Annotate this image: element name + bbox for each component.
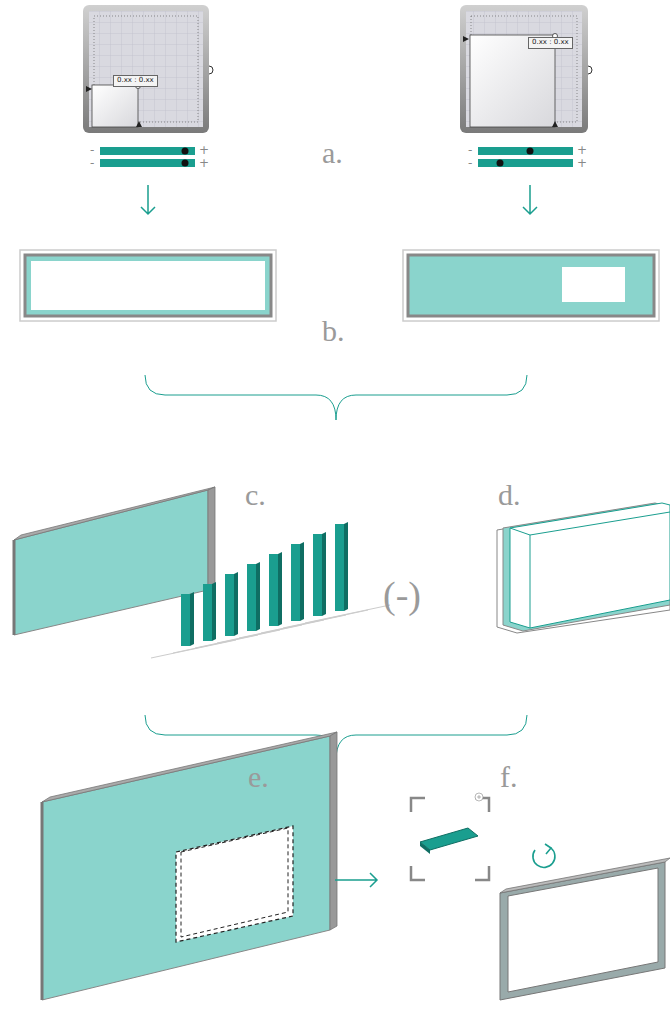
down-arrows [141,185,537,214]
rotate-icon [533,844,555,867]
slider-sign: + [577,157,587,169]
step-label: c. [245,480,266,510]
wall-with-opening [42,732,337,1000]
slider-sign: - [468,144,472,156]
step-label: (-) [383,576,421,614]
slider-sign: - [90,157,94,169]
tooltip-text: 0.xx : 0.xx [532,38,569,46]
size-widget-left [83,5,213,167]
slider-sign: - [90,144,94,156]
value-tooltip: 0.xx : 0.xx [113,75,158,87]
result-arrow [335,873,377,887]
step-label: a. [322,138,343,168]
slider-sign: + [199,144,209,156]
slider-sign: + [577,144,587,156]
window-frame [500,858,670,1000]
zoom-icon [411,793,489,880]
slider-sign: + [199,157,209,169]
slider-sign: - [468,157,472,169]
frame-previews [20,250,659,321]
value-tooltip: 0.xx : 0.xx [528,37,573,49]
step-label: f. [500,762,518,792]
step-label: b. [322,316,345,346]
opening-box [497,503,670,633]
size-widget-right [460,5,592,167]
tooltip-text: 0.xx : 0.xx [117,76,154,84]
step-label: e. [248,762,269,792]
stud-bars [151,522,390,658]
step-label: d. [498,480,521,510]
